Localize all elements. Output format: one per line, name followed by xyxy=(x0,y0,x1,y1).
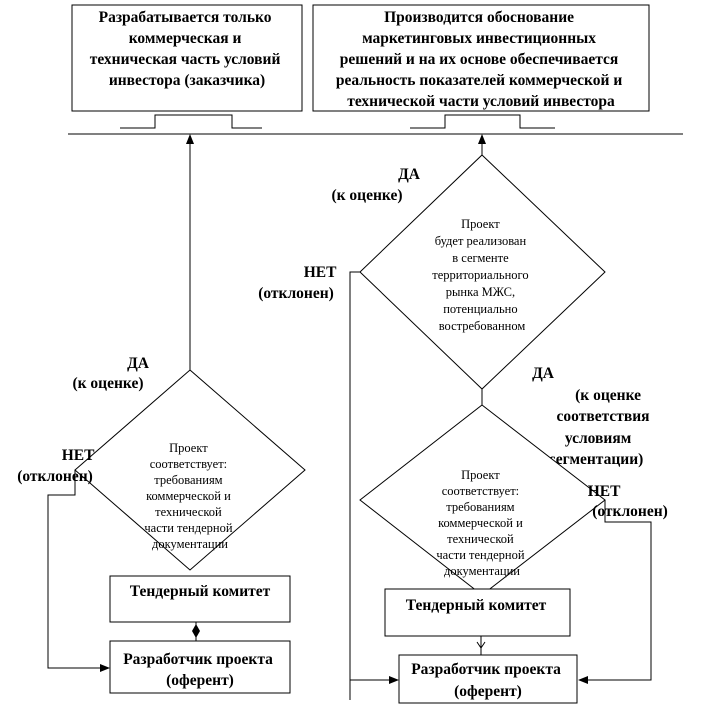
right-developer-label: (оферент) xyxy=(454,683,522,700)
left-condition-line: части тендерной xyxy=(144,521,232,535)
svg-text:ДА (к оценке): ДА (к оценке) xyxy=(72,355,152,392)
seg-condition-line: части тендерной xyxy=(436,548,524,562)
market-condition-line: территориального xyxy=(432,268,528,282)
seg-no-label: (отклонен) xyxy=(592,503,668,520)
left-developer-label: (оферент) xyxy=(166,672,234,689)
seg-condition-line: технической xyxy=(447,532,514,546)
seg-yes-label: условиям xyxy=(565,430,632,447)
top-left-box-line: инвестора (заказчика) xyxy=(109,72,265,89)
right-committee-box xyxy=(384,588,571,637)
top-left-box-line: Разрабатывается только xyxy=(99,9,272,26)
svg-text:Проект соответствует:: Проект соответствует: требованиям коммер… xyxy=(144,441,235,551)
svg-text:НЕТ (отклонен): НЕТ (отклонен) xyxy=(17,447,98,485)
arrow-up-icon xyxy=(186,134,194,144)
svg-text:Проект будет реализован: Проект будет реализован в сегменте терри… xyxy=(432,217,531,333)
seg-yes-label: ДА xyxy=(532,365,555,382)
market-no-label: НЕТ xyxy=(304,264,337,281)
market-condition-line: в сегменте xyxy=(452,251,509,265)
left-condition-diamond xyxy=(74,369,306,571)
seg-condition-line: Проект xyxy=(461,468,500,482)
left-developer-label: Разработчик проекта xyxy=(123,651,273,668)
right-developer-box xyxy=(398,654,578,704)
left-yes-label: ДА xyxy=(127,355,150,372)
right-branch: Проект будет реализован в сегменте терри… xyxy=(258,134,668,704)
left-branch: Проект соответствует: требованиям коммер… xyxy=(17,134,306,694)
arrow-left-icon xyxy=(578,676,588,684)
left-condition-line: требованиям xyxy=(154,473,222,487)
market-yes-label: (к оценке) xyxy=(331,187,402,204)
seg-condition-line: коммерческой и xyxy=(438,516,523,530)
left-committee-box xyxy=(109,575,291,623)
left-condition-line: соответствует: xyxy=(150,457,227,471)
left-condition-line: Проект xyxy=(169,441,208,455)
svg-text:Разработчик проекта (офе: Разработчик проекта (оферент) xyxy=(123,651,277,689)
svg-text:Производится обоснование: Производится обоснование маркетинговых и… xyxy=(336,9,626,110)
svg-text:Разработчик проекта (офе: Разработчик проекта (оферент) xyxy=(411,661,565,700)
connector-diamond-icon xyxy=(192,624,200,638)
seg-yes-label: (к оценке xyxy=(575,387,641,404)
top-left-box-line: коммерческая и xyxy=(129,30,242,47)
right-developer-label: Разработчик проекта xyxy=(411,661,561,678)
right-committee-label: Тендерный комитет xyxy=(406,597,547,614)
market-no-label: (отклонен) xyxy=(258,285,334,302)
seg-condition-line: документации xyxy=(444,564,520,578)
svg-text:Проект соответствует:: Проект соответствует: требованиям коммер… xyxy=(436,468,527,578)
market-yes-label: ДА xyxy=(398,166,421,183)
top-right-box-line: реальность показателей коммерческой и xyxy=(336,72,622,89)
market-condition-line: потенциально xyxy=(443,302,517,316)
left-no-label: (отклонен) xyxy=(17,468,93,485)
market-condition-line: рынка МЖС, xyxy=(446,285,515,299)
seg-condition-line: требованиям xyxy=(446,500,514,514)
svg-text:НЕТ (отклонен): НЕТ (отклонен) xyxy=(258,264,340,302)
top-right-box: Производится обоснование маркетинговых и… xyxy=(312,4,650,112)
seg-yes-label: соответствия xyxy=(557,408,650,425)
left-committee-label: Тендерный комитет xyxy=(130,583,271,600)
left-condition-line: документации xyxy=(152,537,228,551)
left-developer-box xyxy=(109,640,291,694)
market-condition-line: востребованном xyxy=(439,319,526,333)
arrow-right-icon xyxy=(100,664,110,672)
left-condition-line: технической xyxy=(155,505,222,519)
svg-text:ДА (к оценке соотв: ДА (к оценке соответствия условиям сегме… xyxy=(532,365,653,468)
svg-text:Разрабатывается только к: Разрабатывается только коммерческая и те… xyxy=(90,9,285,89)
top-right-box-line: решений и на их основе обеспечивается xyxy=(340,51,619,68)
arrow-up-icon xyxy=(478,134,486,144)
market-condition-line: Проект xyxy=(461,217,500,231)
left-no-label: НЕТ xyxy=(62,447,95,464)
bus-line xyxy=(68,114,683,135)
left-condition-line: коммерческой и xyxy=(146,489,231,503)
top-right-box-line: маркетинговых инвестиционных xyxy=(362,30,596,47)
svg-text:НЕТ (отклонен): НЕТ (отклонен) xyxy=(588,483,668,520)
svg-text:ДА (к оценке): ДА (к оценке) xyxy=(331,166,423,204)
top-left-box: Разрабатывается только коммерческая и те… xyxy=(71,4,303,112)
top-right-box-line: Производится обоснование xyxy=(384,9,574,26)
seg-yes-label: сегментации) xyxy=(549,451,644,468)
top-left-box-line: техническая часть условий xyxy=(90,51,281,68)
seg-no-label: НЕТ xyxy=(588,483,621,500)
market-condition-line: будет реализован xyxy=(435,234,527,248)
top-right-box-line: технической части условий инвестора xyxy=(347,93,615,110)
left-yes-label: (к оценке) xyxy=(72,375,143,392)
arrow-right-icon xyxy=(389,676,399,684)
seg-condition-line: соответствует: xyxy=(442,484,519,498)
